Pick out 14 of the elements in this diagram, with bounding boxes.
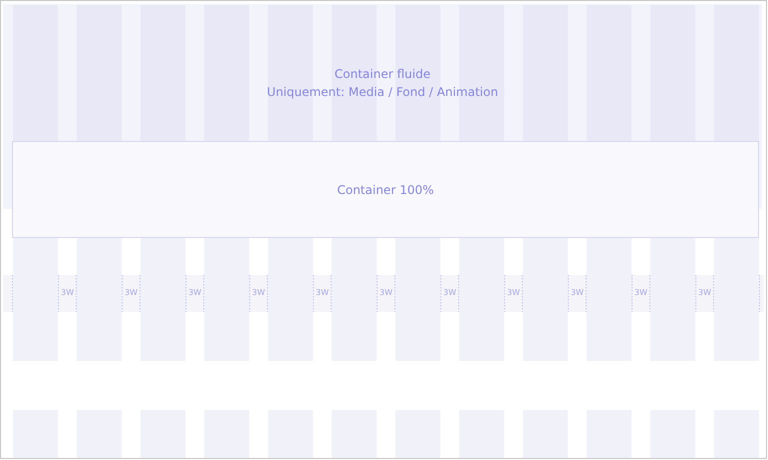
gutter-label: 3W xyxy=(60,288,74,298)
gutter-label: 3W xyxy=(316,288,329,298)
container-note: Uniquement: Media / Fond / Animation xyxy=(266,84,498,100)
gutter-label: 3W xyxy=(252,288,266,298)
gutter-label: 3W xyxy=(570,288,584,298)
gutter-label: 3W xyxy=(443,288,456,298)
gutter-label: 3W xyxy=(506,288,520,298)
gutter-label: 3W xyxy=(124,288,138,298)
gutter-label: 3W xyxy=(698,288,712,298)
gutter-label: 3W xyxy=(380,288,392,298)
gutter-label: 3W xyxy=(188,288,202,298)
gutter-label: 3W xyxy=(634,288,648,298)
container-title: Container 100% xyxy=(337,182,434,198)
container-title: Container fluide xyxy=(334,66,430,82)
